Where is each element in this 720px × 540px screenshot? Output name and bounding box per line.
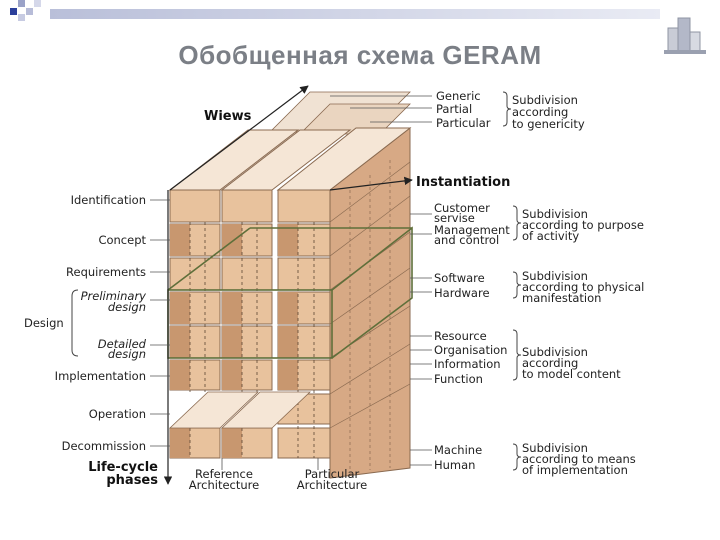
phase-preliminary-2: design xyxy=(108,300,146,314)
customer-label: Customer xyxy=(434,201,490,215)
decor-bar xyxy=(50,9,660,19)
purpose-note-2: according to purpose xyxy=(522,218,644,232)
organisation-label: Organisation xyxy=(434,343,507,357)
phase-detailed-2: design xyxy=(108,347,146,361)
physical-note-3: manifestation xyxy=(522,291,601,305)
model-note-2: according xyxy=(522,356,578,370)
axes xyxy=(163,85,413,485)
software-label: Software xyxy=(434,271,485,285)
genericity-note-1: Subdivision xyxy=(512,93,578,107)
means-note-3: of implementation xyxy=(522,463,628,477)
means-note-2: according to means xyxy=(522,452,636,466)
hardware-label: Hardware xyxy=(434,286,490,300)
genericity-note-2: according xyxy=(512,105,568,119)
physical-note-1: Subdivision xyxy=(522,269,588,283)
purpose-note-3: of activity xyxy=(522,229,579,243)
operation-slab xyxy=(168,391,312,429)
decor-square xyxy=(34,0,41,7)
left-leaders xyxy=(150,199,170,447)
servise-label: servise xyxy=(434,211,475,225)
lifecycle-axis-1: Life-cycle xyxy=(88,460,158,475)
machine-label: Machine xyxy=(434,443,482,457)
right-leaders xyxy=(330,95,432,466)
brick-shading xyxy=(170,224,298,458)
page-title: Обобщенная схема GERAM xyxy=(178,40,542,70)
management-label: Management xyxy=(434,223,510,237)
genericity-note-3: to genericity xyxy=(512,117,585,131)
decor-square xyxy=(26,8,33,15)
lifecycle-axis-2: phases xyxy=(106,473,158,488)
human-label: Human xyxy=(434,458,475,472)
purpose-note-1: Subdivision xyxy=(522,207,588,221)
phase-decommission: Decommission xyxy=(62,439,146,453)
reference-arch-2: Architecture xyxy=(189,478,259,492)
views-label: Wiews xyxy=(204,109,252,124)
decor-square xyxy=(18,14,25,21)
information-label: Information xyxy=(434,357,501,371)
slide-decoration xyxy=(0,0,720,22)
particular-arch-1: Particular xyxy=(305,467,360,481)
right-braces xyxy=(502,91,522,471)
model-note-3: to model content xyxy=(522,367,621,381)
phase-design: Design xyxy=(24,316,64,330)
phase-operation: Operation xyxy=(89,407,146,421)
phase-requirements: Requirements xyxy=(66,265,146,279)
phase-detailed-1: Detailed xyxy=(98,337,147,351)
phase-preliminary-1: Preliminary xyxy=(81,289,147,303)
decor-square xyxy=(18,0,25,7)
building-logo-icon xyxy=(664,17,706,54)
phase-concept: Concept xyxy=(98,233,146,247)
particular-label: Particular xyxy=(436,116,491,130)
function-label: Function xyxy=(434,372,483,386)
design-highlight xyxy=(167,226,413,359)
phase-identification: Identification xyxy=(71,193,146,207)
resource-label: Resource xyxy=(434,329,487,343)
decor-square xyxy=(10,8,17,15)
phase-implementation: Implementation xyxy=(55,369,146,383)
brick-dashes xyxy=(189,222,315,458)
reference-arch-1: Reference xyxy=(195,467,253,481)
particular-arch-2: Architecture xyxy=(297,478,367,492)
design-bracket xyxy=(71,289,79,357)
model-note-1: Subdivision xyxy=(522,345,588,359)
partial-label: Partial xyxy=(436,102,472,116)
instantiation-label: Instantiation xyxy=(416,175,510,190)
and-control-label: and control xyxy=(434,233,499,247)
generic-label: Generic xyxy=(436,89,481,103)
means-note-1: Subdivision xyxy=(522,441,588,455)
physical-note-2: according to physical xyxy=(522,280,644,294)
